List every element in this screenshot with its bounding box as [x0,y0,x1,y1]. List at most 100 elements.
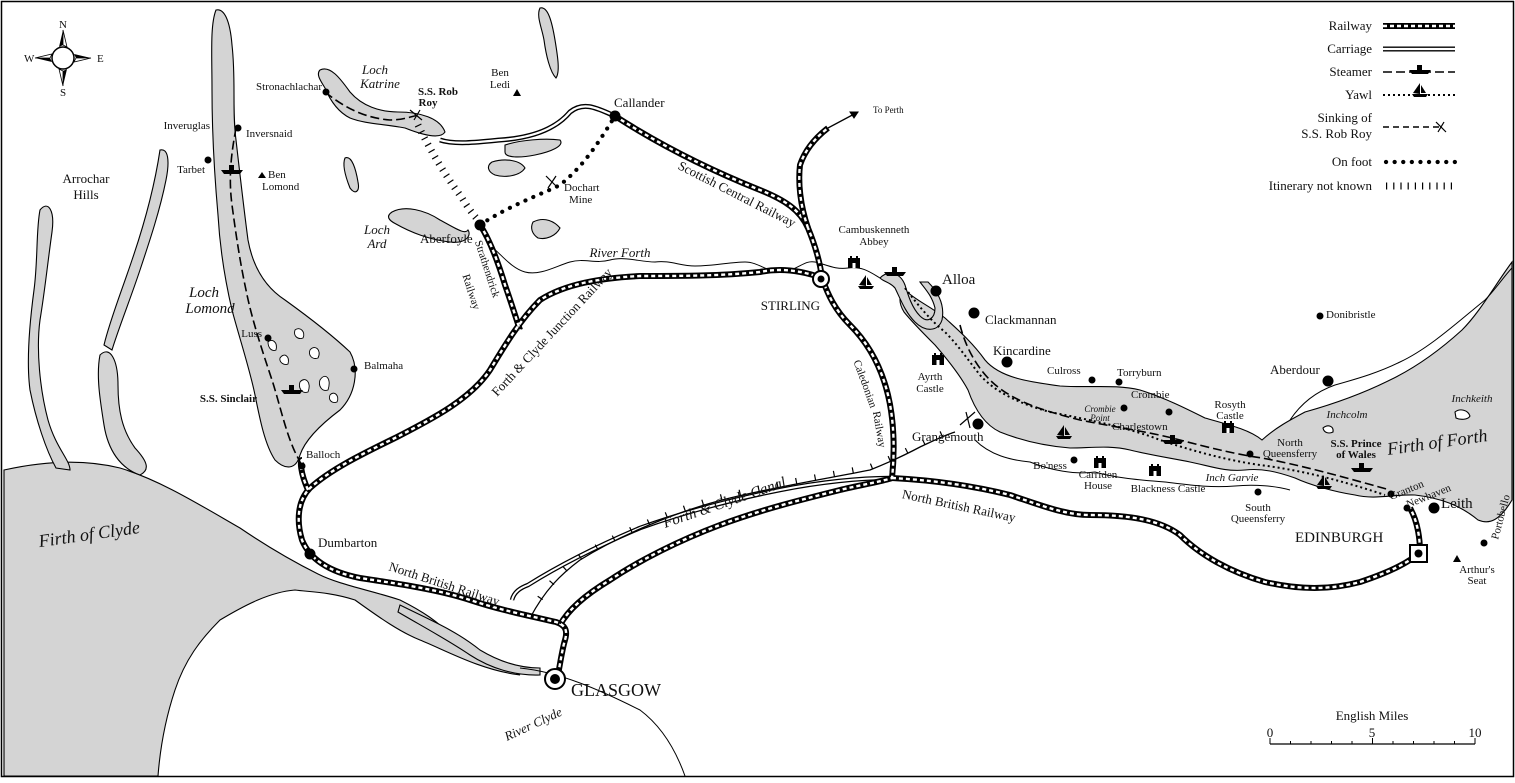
label-luss: Luss [241,328,262,340]
railway-lines [295,113,1424,681]
scale-tick-5: 5 [1369,725,1376,740]
loch-long-upper [103,149,169,351]
label-charlestown: Charlestown [1112,421,1168,433]
label-grangemouth: Grangemouth [912,429,984,444]
label-tarbet: Tarbet [177,164,205,176]
loch-ard-water [387,208,470,243]
label-crombie-point-2: Point [1089,413,1110,423]
loch-small-3 [504,138,562,158]
label-arrochar-1: Arrochar [63,171,111,186]
loch-menteith [538,7,559,79]
loch-small-1 [343,157,359,193]
label-rosyth-1: Rosyth [1214,399,1246,411]
label-carriden-1: Carriden [1079,469,1118,481]
legend: Railway Carriage Steamer Yawl Sinking of… [1269,18,1458,193]
label-inveruglas: Inveruglas [164,120,210,132]
label-loch-lomond-1: Loch [188,285,219,301]
stirling-marker [812,270,830,288]
label-kincardine: Kincardine [993,343,1051,358]
label-arrochar-2: Hills [73,187,98,202]
label-dochart-2: Mine [569,194,592,206]
label-inchcolm: Inchcolm [1326,409,1368,421]
legend-itinerary: Itinerary not known [1269,178,1373,193]
label-ayrth-2: Castle [916,383,944,395]
compass-rose: N S E W [24,19,104,99]
label-north-queensferry-2: Queensferry [1263,448,1318,460]
label-torryburn: Torryburn [1117,367,1162,379]
ben-ledi-peak-icon [513,89,521,96]
mine-icon [545,175,559,189]
legend-sinking-1: Sinking of [1317,110,1372,125]
scale-title: English Miles [1336,708,1409,723]
legend-carriage: Carriage [1327,41,1372,56]
label-loch-lomond-2: Lomond [184,301,235,317]
label-loch-katrine-2: Katrine [359,76,400,91]
label-balloch: Balloch [306,449,341,461]
inchkeith-island [1454,409,1471,420]
label-donibristle: Donibristle [1326,309,1376,321]
loch-small-4 [531,219,561,240]
label-loch-katrine-1: Loch [361,62,388,77]
label-inversnaid: Inversnaid [246,128,293,140]
steamer-routes [229,91,1391,491]
label-arthurs-seat-1: Arthur's [1459,564,1495,576]
legend-railway: Railway [1329,18,1373,33]
label-ss-sinclair: S.S. Sinclair [200,393,257,405]
label-glasgow: GLASGOW [571,680,661,700]
scale-tick-0: 0 [1267,725,1274,740]
label-callander: Callander [614,95,665,110]
legend-on-foot: On foot [1332,154,1372,169]
legend-steamer: Steamer [1329,64,1372,79]
label-aberdour: Aberdour [1270,362,1320,377]
loch-long-water [27,205,71,471]
legend-sinking-2: S.S. Rob Roy [1301,126,1372,141]
wreck-icon [409,109,423,121]
yawl-route [904,287,1386,496]
label-river-forth: River Forth [588,245,650,260]
label-edinburgh: EDINBURGH [1295,530,1383,546]
label-dochart-1: Dochart [564,182,599,194]
label-clackmannan: Clackmannan [985,312,1057,327]
label-stronachlachar: Stronachlachar [256,81,322,93]
arthurs-seat-peak-icon [1453,555,1461,562]
forth-clyde-canal [527,426,956,619]
label-south-queensferry-2: Queensferry [1231,513,1286,525]
ben-lomond-peak-icon [258,172,266,178]
river-forth-line [487,243,881,279]
label-leith: Leith [1441,496,1473,512]
label-ben-ledi-1: Ben [491,67,509,79]
gare-loch-water [97,351,147,476]
label-aberfoyle: Aberfoyle [420,231,473,246]
scale-bar: English Miles 0 5 10 [1267,708,1482,745]
compass-e: E [97,53,104,65]
label-crombie: Crombie [1131,389,1170,401]
edinburgh-marker [1409,544,1428,563]
label-ss-rob-roy-2: Roy [419,97,438,109]
label-north-queensferry-1: North [1277,437,1303,449]
label-boness: Bo'ness [1033,460,1067,472]
label-stirling: STIRLING [761,298,820,313]
label-ss-prince-1: S.S. Prince [1330,438,1381,450]
glasgow-marker [544,668,566,690]
firth-of-clyde-water [3,461,521,777]
scale-tick-10: 10 [1469,725,1482,740]
grangemouth-mark [959,411,976,429]
peak-symbols [258,89,1461,562]
label-arthurs-seat-2: Seat [1468,575,1487,587]
label-ayrth-1: Ayrth [918,371,943,383]
loch-small-2 [487,159,526,177]
label-loch-ard-1: Loch [363,222,390,237]
loch-lomond-islands [267,328,339,403]
label-rosyth-2: Castle [1216,410,1244,422]
compass-n: N [59,19,67,31]
label-crombie-point-1: Crombie [1084,404,1115,414]
label-cambuskenneth-1: Cambuskenneth [839,224,910,236]
river-clyde-water [397,604,541,676]
label-balmaha: Balmaha [364,360,403,372]
label-ss-rob-roy-1: S.S. Rob [418,86,458,98]
firth-of-forth-water [899,260,1513,523]
label-cambuskenneth-2: Abbey [859,236,889,248]
label-inch-garvie: Inch Garvie [1205,472,1259,484]
